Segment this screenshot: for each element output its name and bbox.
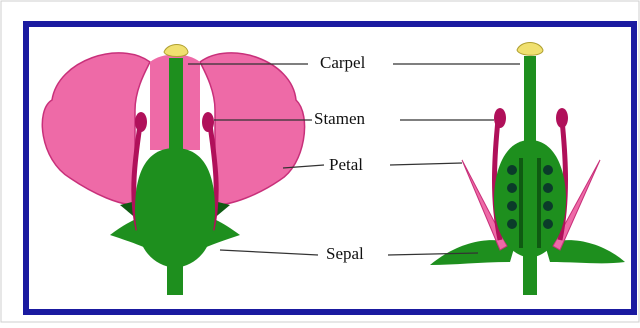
ovule bbox=[543, 219, 553, 229]
petal-label: Petal bbox=[329, 156, 363, 173]
carpel-label: Carpel bbox=[320, 54, 365, 71]
right-stigma bbox=[517, 43, 543, 56]
ovule bbox=[543, 165, 553, 175]
ovule bbox=[507, 165, 517, 175]
stamen-label: Stamen bbox=[314, 110, 365, 127]
ovule bbox=[507, 219, 517, 229]
right-ovary-septum-right bbox=[537, 158, 541, 248]
right-flower-stalk bbox=[523, 255, 537, 295]
ovule bbox=[507, 201, 517, 211]
right-ovary-septum-left bbox=[519, 158, 523, 248]
right-carpel-ovary bbox=[494, 140, 566, 258]
left-carpel-ovary bbox=[135, 148, 215, 268]
left-stamen-anther-left bbox=[135, 112, 147, 132]
ovule bbox=[543, 201, 553, 211]
left-carpel-style bbox=[169, 58, 183, 158]
right-stamen-anther-left bbox=[494, 108, 506, 128]
right-carpel-style bbox=[524, 56, 536, 146]
ovule bbox=[507, 183, 517, 193]
sepal-label: Sepal bbox=[326, 245, 364, 262]
ovule bbox=[543, 183, 553, 193]
right-stamen-anther-right bbox=[556, 108, 568, 128]
left-stamen-anther-right bbox=[202, 112, 214, 132]
left-flower-stalk bbox=[167, 265, 183, 295]
